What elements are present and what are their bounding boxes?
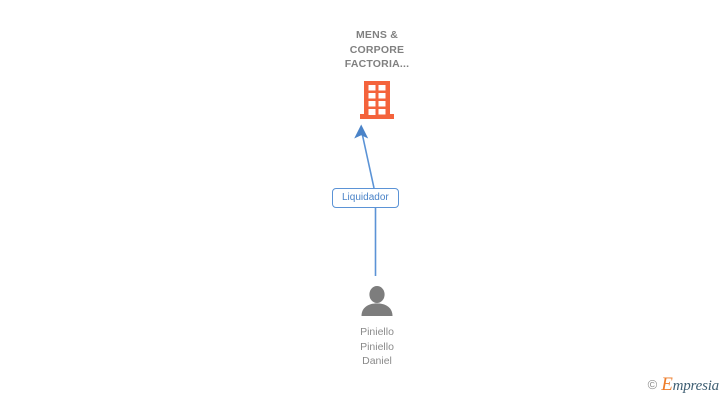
brand-rest: mpresia [672,377,720,394]
brand-logo[interactable]: © Empresia [647,374,720,394]
company-title: MENS & CORPORE FACTORIA... [344,29,410,71]
building-icon [360,80,394,119]
person-name: Piniello Piniello Daniel [360,326,394,368]
company-icon-wrap [294,80,460,122]
person-icon [361,286,393,316]
brand-initial: E [661,373,673,395]
brand-wordmark: Empresia [661,375,719,394]
person-icon-wrap [297,286,457,318]
connector-arrowhead-icon [354,124,369,139]
copyright-icon: © [647,376,658,392]
person-node[interactable]: Piniello Piniello Daniel [297,286,457,369]
connector-line-upper [361,132,375,189]
relation-label-liquidador[interactable]: Liquidador [332,188,399,208]
company-node[interactable]: MENS & CORPORE FACTORIA... [294,28,460,122]
